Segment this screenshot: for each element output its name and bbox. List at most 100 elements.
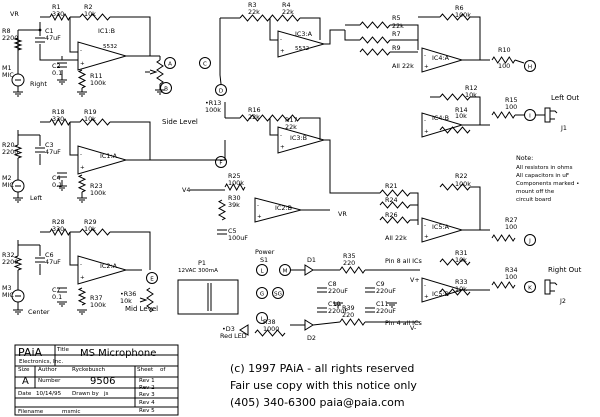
diode-d1 (304, 264, 314, 276)
label: 10k (455, 112, 467, 120)
label: Author (38, 367, 58, 373)
wire (390, 24, 419, 50)
node-letter: L (260, 316, 264, 322)
node-letter: SG (274, 291, 282, 297)
label: R4 (282, 1, 291, 9)
label: M2 (2, 174, 12, 182)
node-e (146, 272, 158, 284)
label: 100 (505, 273, 517, 281)
wire (110, 231, 151, 270)
label: Ryckebusch (72, 367, 106, 373)
label: Rev 4 (139, 400, 155, 406)
label: R31 (455, 249, 468, 257)
label: 10k (465, 91, 477, 99)
label: IC1:A (100, 152, 118, 160)
label: 330 (52, 225, 64, 233)
label: R17 (285, 116, 298, 124)
node-j (524, 234, 536, 246)
label: 220 (343, 259, 355, 267)
label: J1 (560, 124, 567, 132)
label: 100k (90, 301, 106, 309)
label: All capacitors in uF (516, 173, 569, 179)
label: Size (18, 367, 30, 373)
opamp-ic5b (421, 277, 464, 303)
label: IC4:B (432, 114, 449, 122)
label: R6 (455, 4, 464, 12)
node-b (160, 82, 172, 94)
label: 22k (248, 113, 260, 121)
minus-sign: - (280, 37, 282, 43)
label: R21 (385, 182, 398, 190)
label: 1000 (263, 325, 279, 333)
minus-sign: - (424, 283, 426, 289)
label: D1 (307, 256, 316, 264)
label: 2200 (2, 258, 18, 266)
resistor-r4 (269, 14, 301, 22)
wire (410, 192, 419, 225)
node-letter: D (219, 88, 223, 94)
label: 22k (282, 8, 294, 16)
label: R1 (52, 3, 61, 11)
label: 220 (342, 311, 354, 319)
transformer-p1 (177, 279, 239, 315)
opamp-ic1b (77, 41, 128, 71)
resistor-r17 (269, 114, 301, 122)
node-letter: M (283, 268, 288, 274)
potentiometer-a (156, 59, 164, 85)
node-l (256, 264, 268, 276)
label: •R36 (120, 290, 136, 298)
label: C2 (52, 62, 61, 70)
label: R3 (248, 1, 257, 9)
label: Drawn by (72, 391, 99, 397)
resistor-r6 (439, 13, 471, 21)
label: R9 (392, 44, 401, 52)
plus-sign: + (424, 129, 429, 135)
resistor-r18 (49, 117, 71, 127)
node-letter: K (528, 285, 532, 291)
wire (110, 16, 151, 56)
label: R18 (52, 108, 65, 116)
label: 5532 (295, 46, 309, 52)
label: Rev 5 (139, 408, 155, 414)
opamp-ic3b (277, 126, 326, 154)
label: R23 (90, 182, 103, 190)
wires (17, 16, 545, 326)
resistor-r27 (491, 234, 516, 242)
node-sg (272, 287, 284, 299)
label: 10k (455, 285, 467, 293)
resistor-r21 (379, 189, 411, 197)
label: 10k (455, 256, 467, 264)
label: Filename (18, 409, 44, 415)
resistor-r29 (79, 228, 111, 236)
copyright-line1: (c) 1997 PAiA - all rights reserved (230, 362, 414, 375)
label: of (160, 367, 166, 373)
label: Power (255, 248, 275, 256)
minus-sign: - (80, 48, 82, 54)
resistor-r38 (254, 329, 286, 337)
wire (69, 122, 78, 156)
node-a (164, 57, 176, 69)
label: MIC (2, 181, 14, 189)
wire (514, 59, 525, 64)
node-letter: I (529, 113, 531, 119)
node-c (199, 57, 211, 69)
label: R2 (84, 3, 93, 11)
plus-sign: + (424, 234, 429, 240)
components: -+-+-+-+-+-+-+-+-+-+ (11, 12, 558, 416)
label: •R13 (205, 99, 221, 107)
label: js (103, 391, 109, 397)
label: MIC (2, 71, 14, 79)
jack-icon (550, 110, 558, 114)
resistor-r19 (79, 118, 111, 126)
resistor-r25 (224, 182, 246, 192)
resistor-r15 (491, 111, 516, 119)
label: Rev 2 (139, 385, 155, 391)
label: 0.1 (52, 69, 62, 77)
wire (470, 186, 481, 230)
wire (269, 18, 278, 41)
label: R33 (455, 278, 468, 286)
label: R7 (392, 30, 401, 38)
node-k (524, 281, 536, 293)
label: R14 (455, 106, 468, 114)
label: J2 (559, 297, 566, 305)
